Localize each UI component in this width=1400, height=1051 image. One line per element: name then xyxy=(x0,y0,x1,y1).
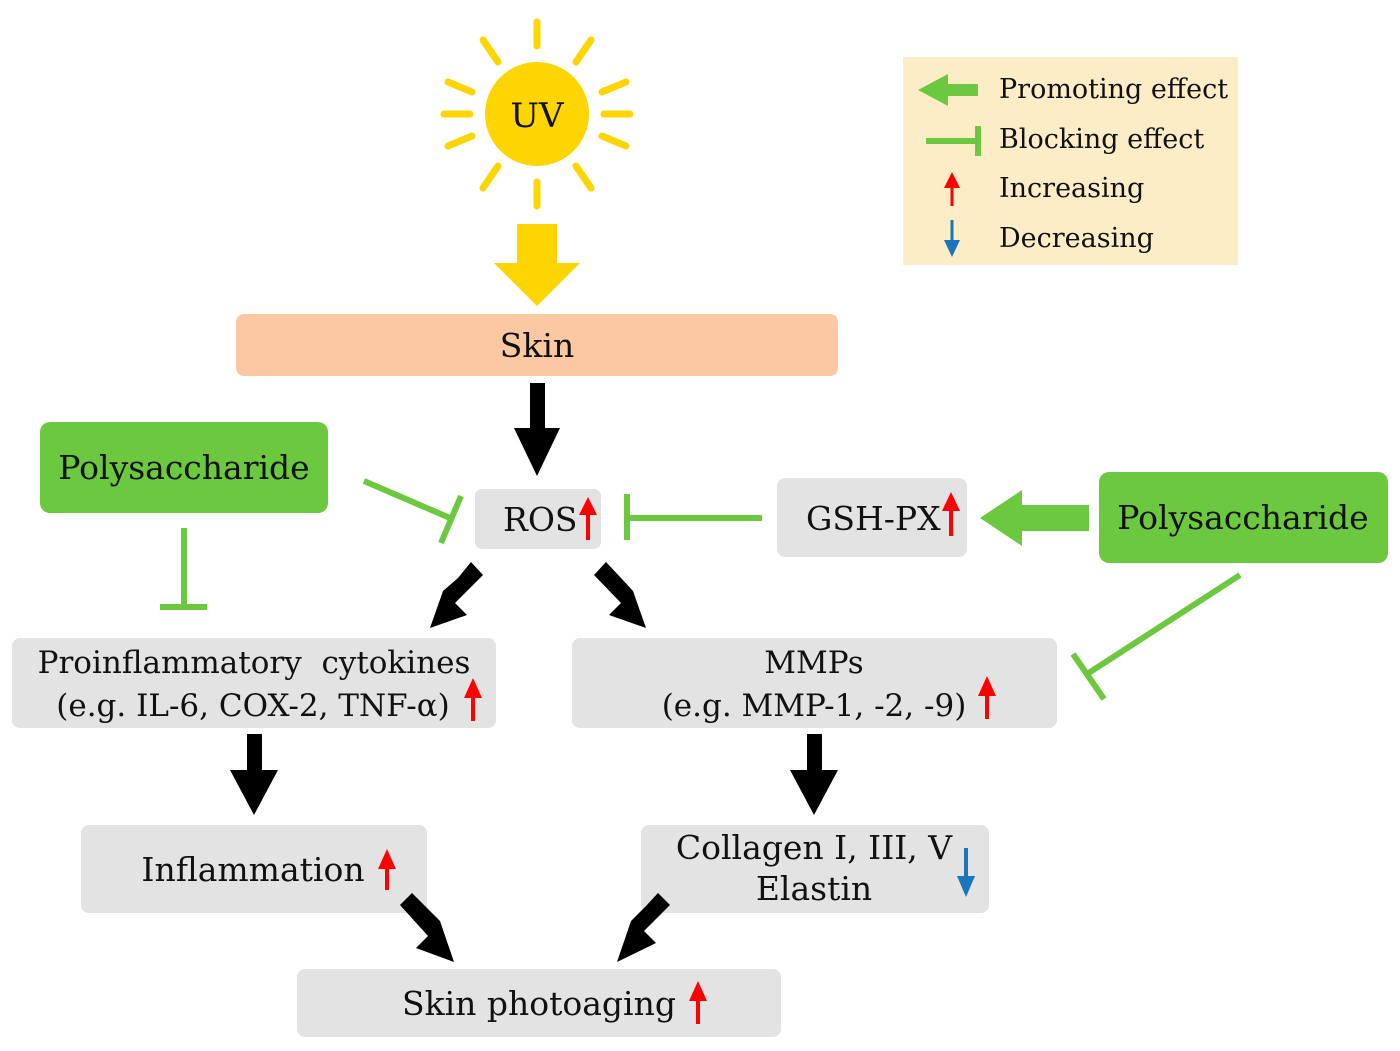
arrow-ros-to-mmps xyxy=(594,562,646,628)
promote-polysaccharide-to-gshpx xyxy=(980,490,1089,546)
yellow-arrow-icon xyxy=(494,224,580,306)
cytokines-label-line2: (e.g. IL-6, COX-2, TNF-α) xyxy=(56,688,449,724)
cytokines-label-line1: Proinflammatory cytokines xyxy=(38,645,471,681)
blocker-polysaccharide-to-ros xyxy=(362,478,464,545)
mmps-label-line1: MMPs xyxy=(764,645,863,681)
blocker-polysaccharide-to-cytokines xyxy=(160,528,207,610)
cytokines-box xyxy=(12,638,496,728)
legend-label-increasing: Increasing xyxy=(999,173,1144,204)
skin-box xyxy=(236,314,838,376)
photoaging-increase-icon xyxy=(689,981,707,1024)
sun-icon xyxy=(440,18,634,210)
gshpx-label: GSH-PX xyxy=(806,499,941,538)
mmps-label-line2: (e.g. MMP-1, -2, -9) xyxy=(662,688,967,724)
photoaging-box xyxy=(297,969,781,1037)
skin-label: Skin xyxy=(500,326,574,365)
arrow-mmps-to-collagen xyxy=(790,734,838,815)
mmps-box xyxy=(572,638,1057,728)
legend-blocking-icon xyxy=(926,126,981,156)
arrow-skin-to-ros xyxy=(514,383,560,476)
legend-increasing-icon xyxy=(944,172,960,206)
ros-box xyxy=(475,489,601,549)
polysaccharide-left-label: Polysaccharide xyxy=(58,448,309,487)
polysaccharide-left-box xyxy=(40,422,328,513)
legend-decreasing-icon xyxy=(944,220,960,257)
blocker-polysaccharide-to-mmps xyxy=(1070,572,1242,701)
cytokines-increase-icon xyxy=(464,678,482,721)
legend-label-decreasing: Decreasing xyxy=(999,223,1154,254)
ros-label: ROS xyxy=(503,500,578,539)
legend-promoting-icon xyxy=(918,74,978,106)
gshpx-box xyxy=(777,478,967,557)
photoaging-label: Skin photoaging xyxy=(402,984,676,1023)
arrow-collagen-to-photoaging xyxy=(617,893,670,962)
legend-label-blocking: Blocking effect xyxy=(999,124,1204,155)
ros-increase-icon xyxy=(579,497,597,540)
arrow-cytokines-to-inflammation xyxy=(230,734,278,815)
arrow-ros-to-cytokines xyxy=(430,562,483,628)
polysaccharide-right-box xyxy=(1099,472,1388,563)
inflammation-label: Inflammation xyxy=(141,850,364,889)
inflammation-increase-icon xyxy=(378,849,396,890)
collagen-label-line2: Elastin xyxy=(756,869,872,908)
polysaccharide-right-label: Polysaccharide xyxy=(1117,498,1368,537)
inflammation-box xyxy=(81,825,427,913)
collagen-decrease-icon xyxy=(957,848,975,897)
collagen-box xyxy=(641,825,989,913)
blocker-gshpx-to-ros xyxy=(624,494,762,540)
uv-label: UV xyxy=(510,96,565,136)
mmps-increase-icon xyxy=(978,676,996,719)
gshpx-increase-icon xyxy=(942,492,960,536)
arrow-inflammation-to-photoaging xyxy=(400,893,454,962)
legend-label-promoting: Promoting effect xyxy=(999,74,1228,105)
collagen-label-line1: Collagen I, III, V xyxy=(676,828,953,867)
